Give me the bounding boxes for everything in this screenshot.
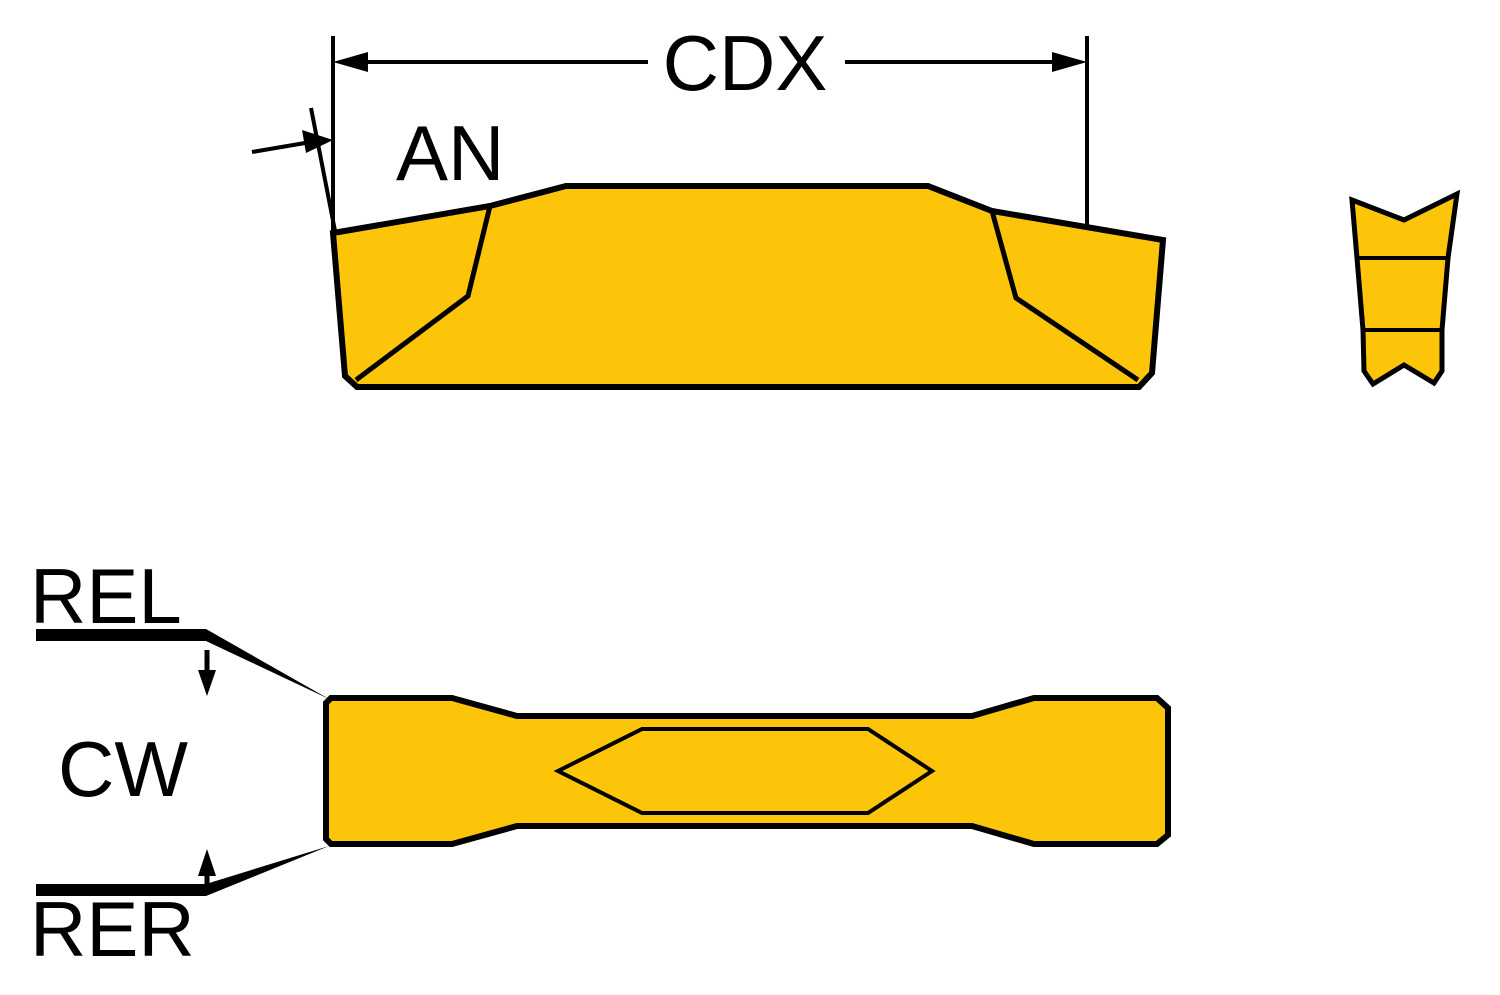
an-angle-annotation: AN [251,107,504,237]
insert-top-view-body [323,695,1171,847]
insert-end-view [1349,189,1461,388]
insert-end-view-body [1349,189,1461,388]
an-arrow-tail-line [251,141,306,154]
cdx-label: CDX [663,19,828,107]
insert-left-facet-line [354,205,493,382]
an-angle-reference-line [309,107,338,237]
cdx-arrowhead-left-icon [333,52,368,72]
insert-right-facet-line [989,210,1140,383]
insert-top-view [323,695,1171,847]
cw-dimension: CW [58,650,216,893]
cdx-dimension: CDX [331,19,1089,233]
cw-arrowhead-down-icon [198,670,216,696]
rer-leader-wedge [36,846,329,896]
an-label: AN [396,109,504,197]
rer-annotation: RER [30,846,329,973]
cw-label: CW [58,725,188,813]
rel-leader-wedge [36,629,329,699]
chipbreaker-outline [553,727,936,815]
rel-annotation: REL [30,552,329,699]
rer-label: RER [30,885,195,973]
cw-arrowhead-up-icon [198,849,216,876]
an-arrowhead-icon [302,130,333,153]
insert-side-view [329,183,1167,390]
rel-label: REL [30,552,182,640]
insert-side-view-body [329,183,1167,390]
cdx-arrowhead-right-icon [1052,52,1087,72]
